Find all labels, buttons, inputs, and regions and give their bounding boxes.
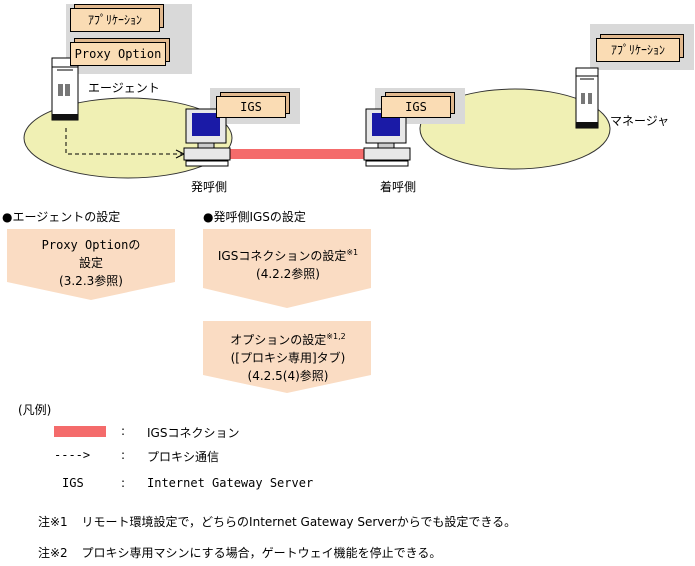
note-1-mark: 注※1 <box>38 515 68 529</box>
note-2-text: プロキシ専用マシンにする場合，ゲートウェイ機能を停止できる。 <box>81 546 442 560</box>
called-igs-box: IGS <box>381 96 451 118</box>
igs-step2-line3: (4.2.5(4)参照) <box>247 369 329 383</box>
note-2: 注※2 プロキシ専用マシンにする場合，ゲートウェイ機能を停止できる。 <box>38 544 441 561</box>
legend-item-3-text: Internet Gateway Server <box>147 476 314 490</box>
igs-step2-line1: オプションの設定 <box>230 333 327 347</box>
igs-step1-note-ref: ※1 <box>346 248 359 257</box>
calling-igs-settings-heading: ●発呼側IGSの設定 <box>203 210 306 224</box>
legend-title: (凡例) <box>18 403 52 417</box>
legend-item-2-text: プロキシ通信 <box>147 450 220 464</box>
agent-step1-line1: Proxy Optionの <box>41 238 141 252</box>
calling-igs-label: IGS <box>240 100 262 114</box>
igs-step1-line2: (4.2.2参照) <box>256 267 320 281</box>
agent-step1-line2: 設定 <box>78 256 103 270</box>
agent-tower-pc-icon <box>51 57 79 121</box>
called-side-label: 着呼側 <box>380 180 417 194</box>
note-2-mark: 注※2 <box>38 546 68 560</box>
note-1-text: リモート環境設定で，どちらのInternet Gateway Serverからで… <box>81 515 517 529</box>
manager-label: マネージャ <box>610 114 670 128</box>
called-igs-label: IGS <box>405 100 427 114</box>
manager-application-box: ｱﾌﾟﾘｹｰｼｮﾝ <box>596 38 680 62</box>
igs-step2-shape <box>203 321 371 393</box>
calling-igs-box: IGS <box>216 96 286 118</box>
agent-application-box: ｱﾌﾟﾘｹｰｼｮﾝ <box>70 8 160 32</box>
manager-network-area <box>419 88 611 170</box>
igs-step2-text: オプションの設定※1,2 ([プロキシ専用]タブ) (4.2.5(4)参照) <box>203 328 373 385</box>
legend-item-3-colon: : <box>121 476 126 490</box>
igs-step1-shape <box>203 229 371 308</box>
manager-tower-pc-icon <box>575 67 599 129</box>
legend-item-1-colon: : <box>121 424 126 438</box>
igs-step2-line2: ([プロキシ専用]タブ) <box>230 351 346 365</box>
proxy-communication-arrow <box>65 128 182 155</box>
proxy-option-box: Proxy Option <box>70 42 166 66</box>
igs-connection-bar <box>230 149 373 159</box>
calling-side-label: 発呼側 <box>191 180 228 194</box>
manager-application-label: ｱﾌﾟﾘｹｰｼｮﾝ <box>610 43 665 57</box>
agent-step1-line3: (3.2.3参照) <box>59 274 123 288</box>
legend-item-1-text: IGSコネクション <box>147 426 240 440</box>
agent-application-label: ｱﾌﾟﾘｹｰｼｮﾝ <box>87 13 142 27</box>
proxy-option-label: Proxy Option <box>74 47 162 61</box>
legend-item-3-symbol: IGS <box>62 476 84 490</box>
agent-settings-heading: ●エージェントの設定 <box>2 210 121 224</box>
igs-step1-text: IGSコネクションの設定※1 (4.2.2参照) <box>203 244 373 283</box>
legend-igs-connection-swatch <box>54 426 106 437</box>
agent-step1-shape <box>7 229 175 300</box>
agent-step1-text: Proxy Optionの 設定 (3.2.3参照) <box>7 236 175 290</box>
legend-item-2-symbol: ----> <box>54 448 91 462</box>
agent-label: エージェント <box>88 81 160 95</box>
note-1: 注※1 リモート環境設定で，どちらのInternet Gateway Serve… <box>38 513 516 530</box>
igs-step2-note-ref: ※1,2 <box>326 332 346 341</box>
legend-item-2-colon: : <box>121 448 126 462</box>
igs-step1-line1: IGSコネクションの設定 <box>217 249 347 263</box>
